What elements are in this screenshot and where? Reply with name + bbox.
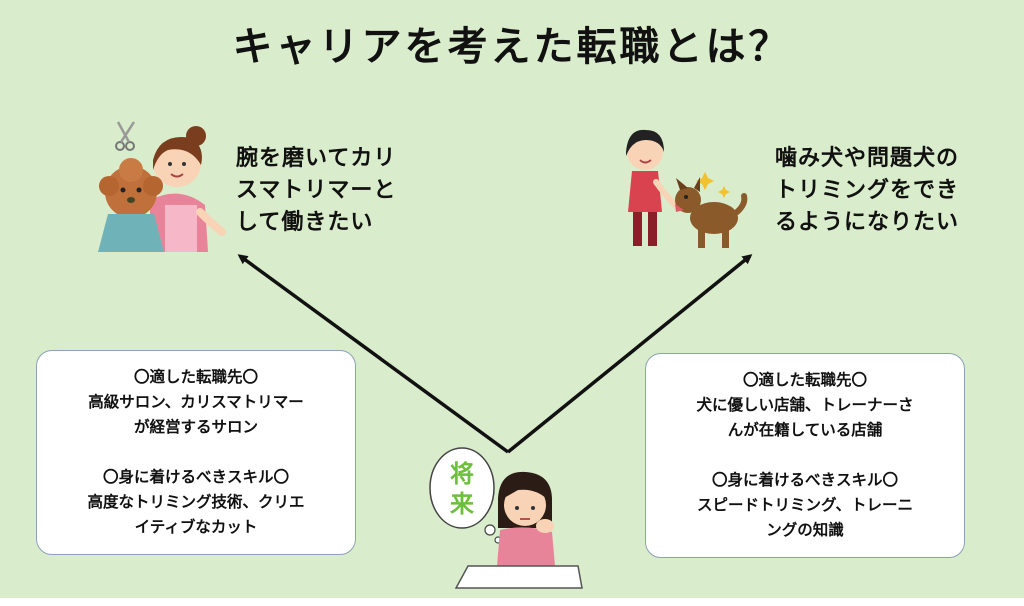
groomer-with-poodle-icon	[98, 121, 226, 252]
left-box-heading-destination: 〇適した転職先〇	[133, 368, 258, 386]
right-goal-line: 噛み犬や問題犬の	[775, 146, 960, 171]
left-goal-line: して働きたい	[236, 210, 374, 235]
thought-bubble-char-2: 来	[450, 490, 475, 518]
left-goal-line: 腕を磨いてカリ	[236, 146, 397, 171]
left-box-destination-line: が経営するサロン	[133, 418, 258, 436]
left-goal-text: 腕を磨いてカリ スマトリマーと して働きたい	[236, 143, 396, 239]
right-goal-line: トリミングをでき	[775, 178, 960, 203]
thought-bubble	[429, 447, 495, 529]
thinking-girl-at-desk-icon	[429, 447, 583, 589]
left-box-heading-skills: 〇身に着けるべきスキル〇	[102, 468, 289, 486]
right-box-destination-line: んが在籍している店舗	[727, 421, 883, 439]
thought-bubble-char-1: 将	[450, 460, 474, 488]
right-box-heading-skills: 〇身に着けるべきスキル〇	[711, 471, 898, 489]
right-info-box: 〇適した転職先〇 犬に優しい店舗、トレーナーさ んが在籍している店舗 〇身に着け…	[645, 353, 965, 558]
arrow-to-left-goal	[237, 254, 510, 454]
right-goal-line: るようになりたい	[775, 210, 960, 235]
page-title: キャリアを考えた転職とは？	[232, 24, 792, 70]
right-box-heading-destination: 〇適した転職先〇	[742, 371, 867, 389]
left-box-skills-line: 高度なトリミング技術、クリエ	[87, 493, 305, 511]
left-info-box: 〇適した転職先〇 高級サロン、カリスマトリマー が経営するサロン 〇身に着けるべ…	[36, 350, 356, 555]
left-box-skills-line: イティブなカット	[134, 518, 258, 536]
right-box-skills-line: スピードトリミング、トレーニ	[697, 496, 913, 514]
left-box-destination-line: 高級サロン、カリスマトリマー	[88, 393, 304, 411]
right-box-skills-line: ングの知識	[766, 521, 844, 539]
arrow-to-right-goal	[506, 254, 753, 454]
girl-with-barking-dog-icon	[626, 129, 748, 248]
left-goal-line: スマトリマーと	[236, 178, 397, 203]
right-goal-text: 噛み犬や問題犬の トリミングをでき るようになりたい	[775, 143, 959, 239]
right-box-destination-line: 犬に優しい店舗、トレーナーさ	[696, 396, 914, 414]
